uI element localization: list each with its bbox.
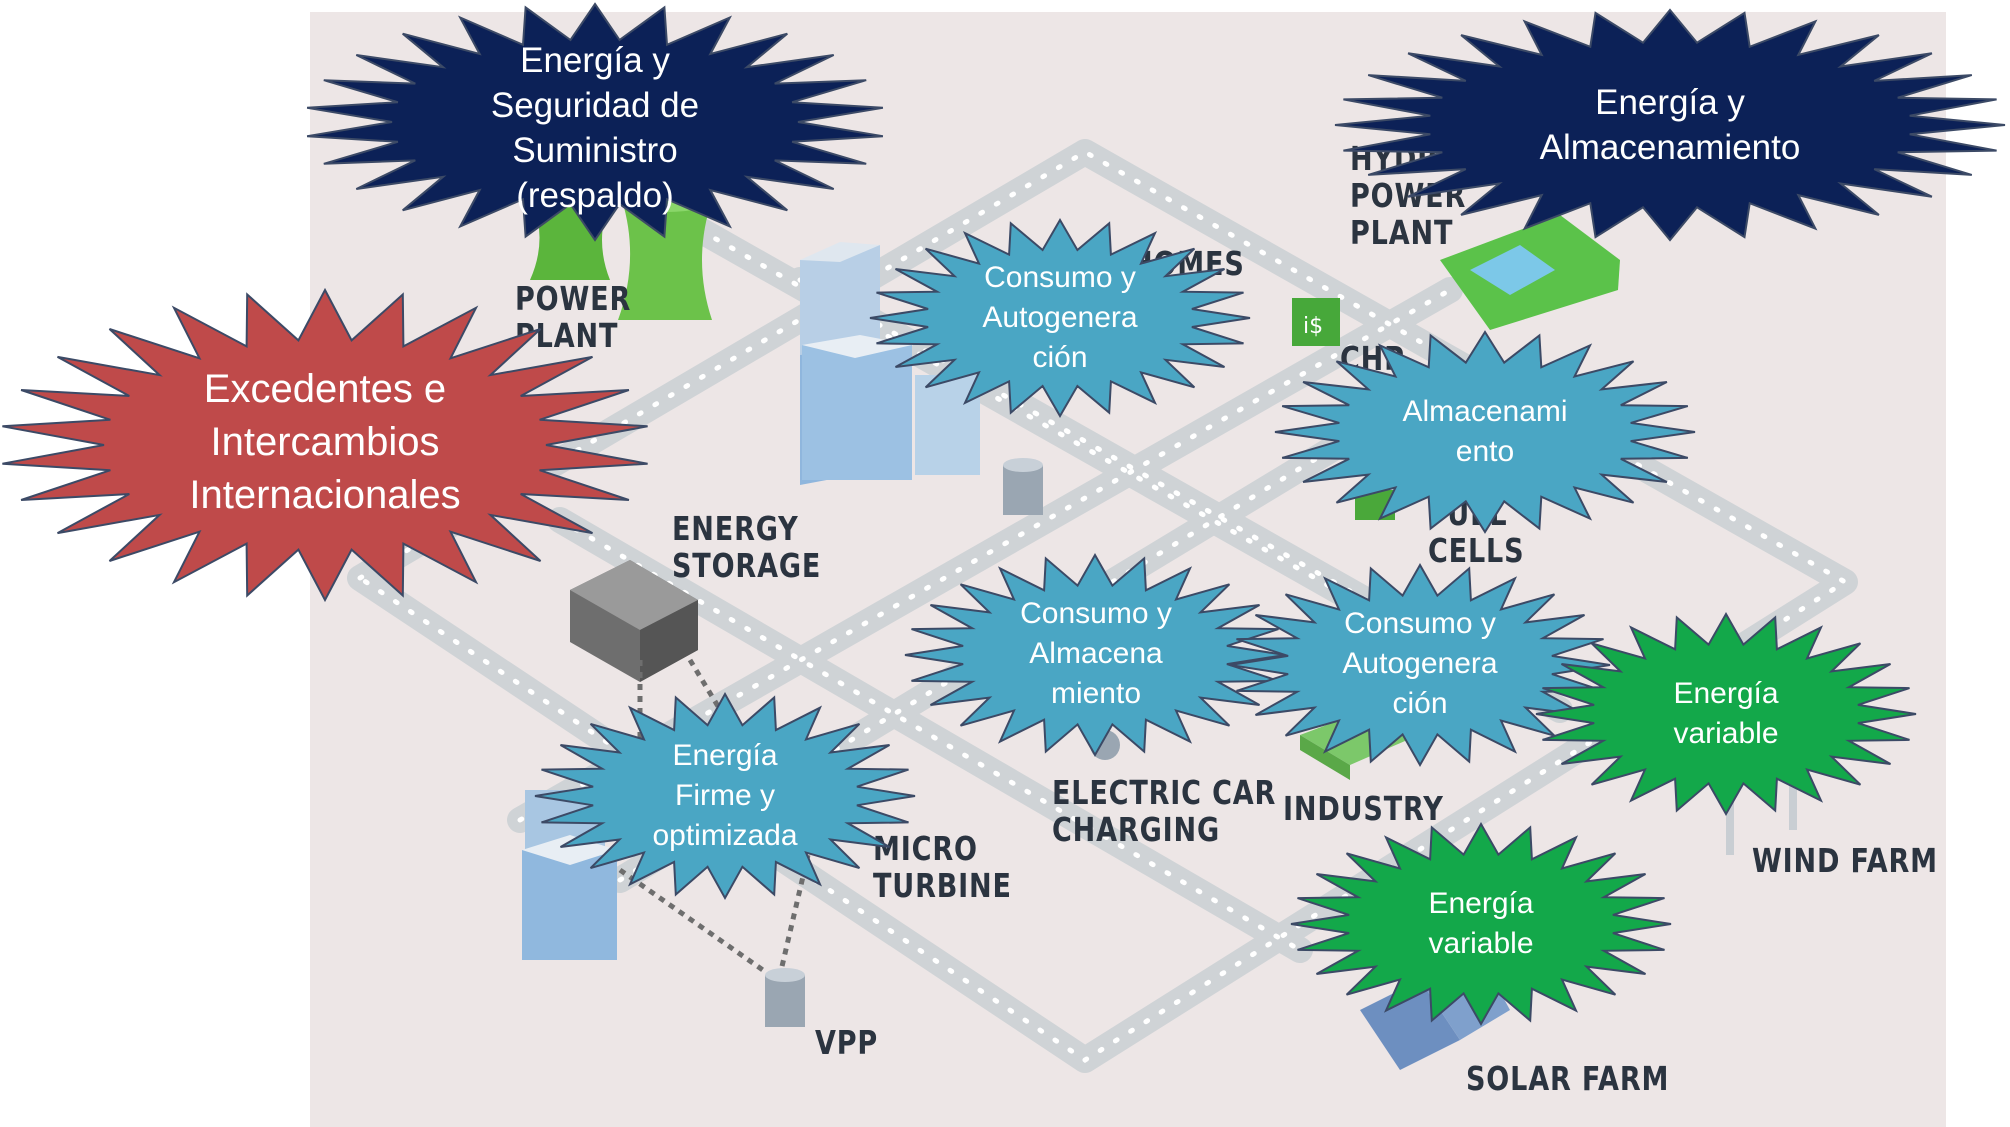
hydro-label-line: HYDRO — [1350, 139, 1463, 178]
burst-line: Energía y — [1595, 83, 1745, 122]
burst-line: ción — [1032, 341, 1088, 374]
burst-line: Internacionales — [189, 473, 461, 517]
burst-line: ción — [1392, 687, 1448, 720]
burst-line: Firme y — [675, 779, 775, 812]
power-plant-label: POWER PLANT — [515, 280, 631, 354]
hydro-plant-icon — [1440, 215, 1620, 330]
burst-line: Almacenami — [1402, 395, 1568, 428]
micro-turbine-label-line: MICRO — [873, 829, 978, 868]
burst-line: Energía — [1428, 887, 1534, 920]
burst-line: Intercambios — [210, 420, 440, 464]
burst-line: Energía y — [520, 40, 670, 80]
burst-line: Energía — [672, 739, 778, 772]
burst-line: miento — [1050, 677, 1142, 710]
ev-charger-icon — [1090, 730, 1120, 760]
burst-line: Consumo y — [1344, 607, 1496, 640]
burst-consumo-autogen-2-text: Consumo y Autogenera ción — [1300, 604, 1540, 724]
wind-farm-label: WIND FARM — [1752, 841, 1938, 880]
power-plant-label-line: PLANT — [515, 316, 619, 355]
storage-tank-icon — [1003, 458, 1043, 515]
power-plant-label-line: POWER — [515, 279, 632, 318]
ev-label-line: CHARGING — [1052, 810, 1220, 849]
burst-line: Almacena — [1029, 637, 1163, 670]
burst-line: Almacenamiento — [1539, 128, 1801, 167]
energy-storage-label-line: STORAGE — [672, 546, 822, 585]
burst-firme-text: Energía Firme y optimizada — [605, 736, 845, 856]
burst-seguridad-text: Energía y Seguridad de Suministro (respa… — [430, 35, 760, 220]
burst-line: (respaldo) — [516, 175, 674, 215]
vpp-tank-icon — [765, 968, 805, 1027]
burst-line: Seguridad de — [490, 85, 700, 125]
burst-line: Energía — [1673, 677, 1779, 710]
industry-label: INDUSTRY — [1283, 789, 1444, 828]
fuel-cells-icon — [1355, 490, 1395, 520]
burst-consumo-almacen-text: Consumo y Almacena miento — [976, 594, 1216, 714]
burst-almacenamiento-mid-text: Almacenami ento — [1365, 392, 1605, 472]
vpp-label: VPP — [815, 1023, 879, 1062]
solar-farm-label: SOLAR FARM — [1466, 1059, 1670, 1098]
fuel-cells-label-line: CELLS — [1428, 531, 1525, 570]
burst-almacenamiento-top-text: Energía y Almacenamiento — [1480, 75, 1860, 175]
fuel-cells-label-line: FUEL — [1428, 494, 1508, 533]
micro-turbine-label-line: TURBINE — [873, 866, 1012, 905]
burst-excedentes-text: Excedentes e Intercambios Internacionale… — [150, 360, 500, 525]
burst-variable-1-text: Energía variable — [1611, 674, 1841, 754]
burst-line: optimizada — [652, 819, 798, 852]
burst-line: Suministro — [512, 130, 678, 170]
energy-storage-label: ENERGY STORAGE — [672, 510, 821, 584]
lower-buildings-icon — [522, 790, 617, 960]
burst-line: variable — [1428, 927, 1534, 960]
chp-label: CHP — [1340, 339, 1405, 378]
hydro-label-line: PLANT — [1350, 213, 1454, 252]
burst-consumo-autogen-1-text: Consumo y Autogenera ción — [940, 258, 1180, 378]
burst-line: Consumo y — [1020, 597, 1172, 630]
fuel-cells-label: FUEL CELLS — [1428, 495, 1524, 569]
burst-line: variable — [1673, 717, 1779, 750]
electric-car-charging-label: ELECTRIC CAR CHARGING — [1052, 774, 1276, 848]
burst-variable-2-text: Energía variable — [1366, 884, 1596, 964]
solar-panels-icon — [1360, 955, 1510, 1070]
chp-icon: i$ — [1292, 298, 1340, 346]
burst-line: Autogenera — [1342, 647, 1498, 680]
burst-line: ento — [1455, 435, 1515, 468]
burst-line: Consumo y — [984, 261, 1136, 294]
burst-line: Autogenera — [982, 301, 1138, 334]
ev-label-line: ELECTRIC CAR — [1052, 773, 1277, 812]
svg-text:i$: i$ — [1303, 314, 1323, 339]
hydro-plant-label: HYDRO POWER PLANT — [1350, 140, 1466, 251]
energy-storage-label-line: ENERGY — [672, 509, 799, 548]
burst-line: Excedentes e — [203, 367, 447, 411]
hydro-label-line: POWER — [1350, 176, 1467, 215]
micro-turbine-label: MICRO TURBINE — [873, 830, 1012, 904]
